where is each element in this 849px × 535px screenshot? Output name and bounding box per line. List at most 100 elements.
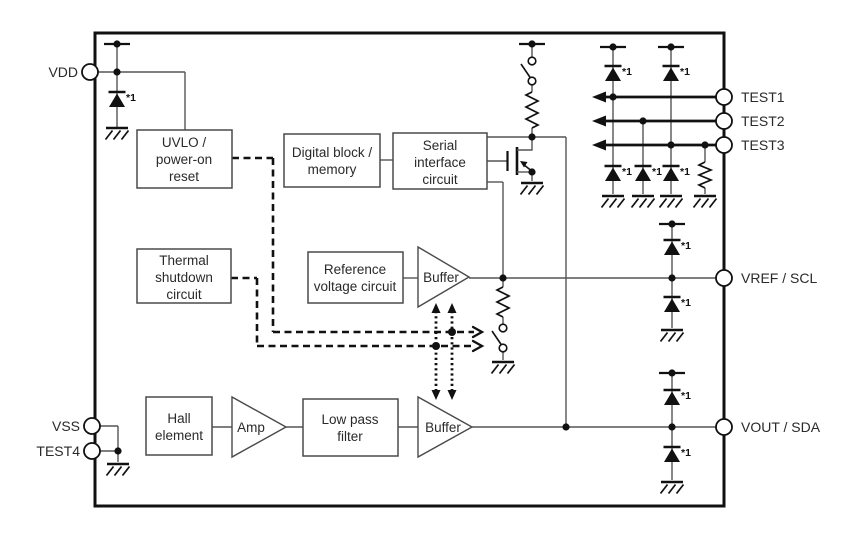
vdd-rail-stub: [517, 39, 547, 49]
ground-icon: [692, 194, 718, 209]
ground-icon: [104, 126, 130, 141]
block-uvlo: UVLO / power-on reset: [136, 129, 233, 189]
diode-note: *1: [681, 447, 691, 459]
vdd-rail-stub: [657, 219, 687, 229]
diode-note: *1: [652, 166, 662, 178]
switch-icon: [520, 56, 537, 86]
pin-test1: TEST1: [715, 88, 785, 106]
resistor: [524, 91, 540, 129]
pin-test3: TEST3: [715, 136, 785, 154]
amplifiers: Amp Buffer Buffer: [231, 245, 474, 459]
esd-diode: [662, 295, 682, 314]
block-label: power-on: [156, 152, 212, 167]
down-arrow-icon: [431, 390, 441, 400]
block-label: Low pass: [321, 412, 378, 427]
ground-icon: [658, 194, 684, 209]
block-label: Reference: [324, 262, 386, 277]
pin-label: VOUT / SDA: [741, 419, 821, 435]
vdd-rail-stub: [102, 39, 132, 49]
pin-label: VSS: [52, 418, 80, 434]
junction-dots: [113, 68, 709, 455]
pin-label: VDD: [48, 64, 78, 80]
esd-diode: [603, 164, 623, 183]
block-label: Serial: [423, 138, 458, 153]
left-arrow-icon: [592, 91, 606, 103]
esd-diode: [107, 90, 127, 109]
diode-note: *1: [622, 66, 632, 78]
block-serial-interface: Serial interface circuit: [392, 132, 488, 190]
block-label: element: [155, 428, 203, 443]
pin-label: TEST1: [741, 89, 785, 105]
component-layer: *1 *1 *1 *1 *1 *1 *1 *1 *1 *1: [102, 39, 718, 495]
block-label: shutdown: [155, 270, 213, 285]
esd-diode: [633, 164, 653, 183]
ground-icon: [659, 480, 685, 495]
left-arrow-icon: [592, 115, 606, 127]
ground-icon: [630, 194, 656, 209]
right-arrow-icon: [471, 339, 485, 353]
buffer-vref-triangle: Buffer: [417, 245, 471, 309]
esd-diode: [661, 64, 681, 83]
diode-note: *1: [680, 66, 690, 78]
pin-vdd: VDD: [48, 63, 99, 81]
block-digital: Digital block / memory: [283, 133, 381, 188]
amp-label: Amp: [237, 420, 265, 435]
block-label: Digital block /: [292, 145, 373, 160]
pin-label: TEST4: [36, 443, 80, 459]
block-label: UVLO /: [162, 135, 207, 150]
esd-diode: [603, 64, 623, 83]
diode-note: *1: [681, 240, 691, 252]
buffer-vout-triangle: Buffer: [417, 395, 474, 459]
vdd-rail-stub: [598, 42, 628, 52]
up-arrow-icon: [431, 303, 441, 313]
block-label: memory: [308, 162, 357, 177]
buffer-label: Buffer: [423, 270, 459, 285]
buffer-label: Buffer: [425, 420, 461, 435]
esd-diode: [661, 164, 681, 183]
diode-note: *1: [622, 166, 632, 178]
block-low-pass-filter: Low pass filter: [302, 398, 399, 457]
resistor: [696, 161, 714, 189]
junction-dot: [448, 328, 456, 336]
block-label: Thermal: [159, 253, 209, 268]
resistor: [495, 286, 511, 318]
block-hall-element: Hall element: [145, 396, 213, 456]
block-label: interface: [414, 155, 466, 170]
ground-icon: [659, 328, 685, 343]
pin-vout-sda: VOUT / SDA: [715, 418, 821, 436]
up-arrow-icon: [447, 303, 457, 313]
diode-note: *1: [681, 297, 691, 309]
block-label: reset: [169, 169, 199, 184]
switch-icon: [491, 323, 508, 353]
block-reference-voltage: Reference voltage circuit: [307, 251, 404, 304]
nmos-transistor: [506, 137, 533, 175]
pins: VDD VSS TEST4 TEST1 TEST2 TEST3 VREF / S…: [36, 63, 821, 460]
diode-note: *1: [126, 92, 136, 104]
block-label: circuit: [422, 172, 458, 187]
pin-vref-scl: VREF / SCL: [715, 269, 817, 287]
esd-diode: [662, 445, 682, 464]
function-blocks: UVLO / power-on reset Digital block / me…: [136, 129, 488, 457]
pin-test4: TEST4: [36, 442, 101, 460]
diode-note: *1: [681, 390, 691, 402]
pin-test2: TEST2: [715, 112, 785, 130]
amp-triangle: Amp: [231, 395, 288, 459]
vdd-rail-stub: [656, 42, 686, 52]
vdd-rail-stub: [657, 368, 687, 378]
control-signal-layer: [231, 156, 485, 400]
left-arrow-icon: [592, 139, 606, 151]
block-label: circuit: [166, 287, 202, 302]
down-arrow-icon: [447, 390, 457, 400]
diode-note: *1: [680, 166, 690, 178]
block-label: voltage circuit: [314, 279, 397, 294]
pin-label: VREF / SCL: [741, 270, 817, 286]
ground-icon: [105, 462, 131, 477]
ground-icon: [600, 194, 626, 209]
right-arrow-icon: [471, 325, 485, 339]
block-thermal-shutdown: Thermal shutdown circuit: [136, 248, 232, 304]
ground-icon: [519, 181, 545, 196]
block-label: Hall: [167, 411, 190, 426]
esd-diode: [662, 388, 682, 407]
